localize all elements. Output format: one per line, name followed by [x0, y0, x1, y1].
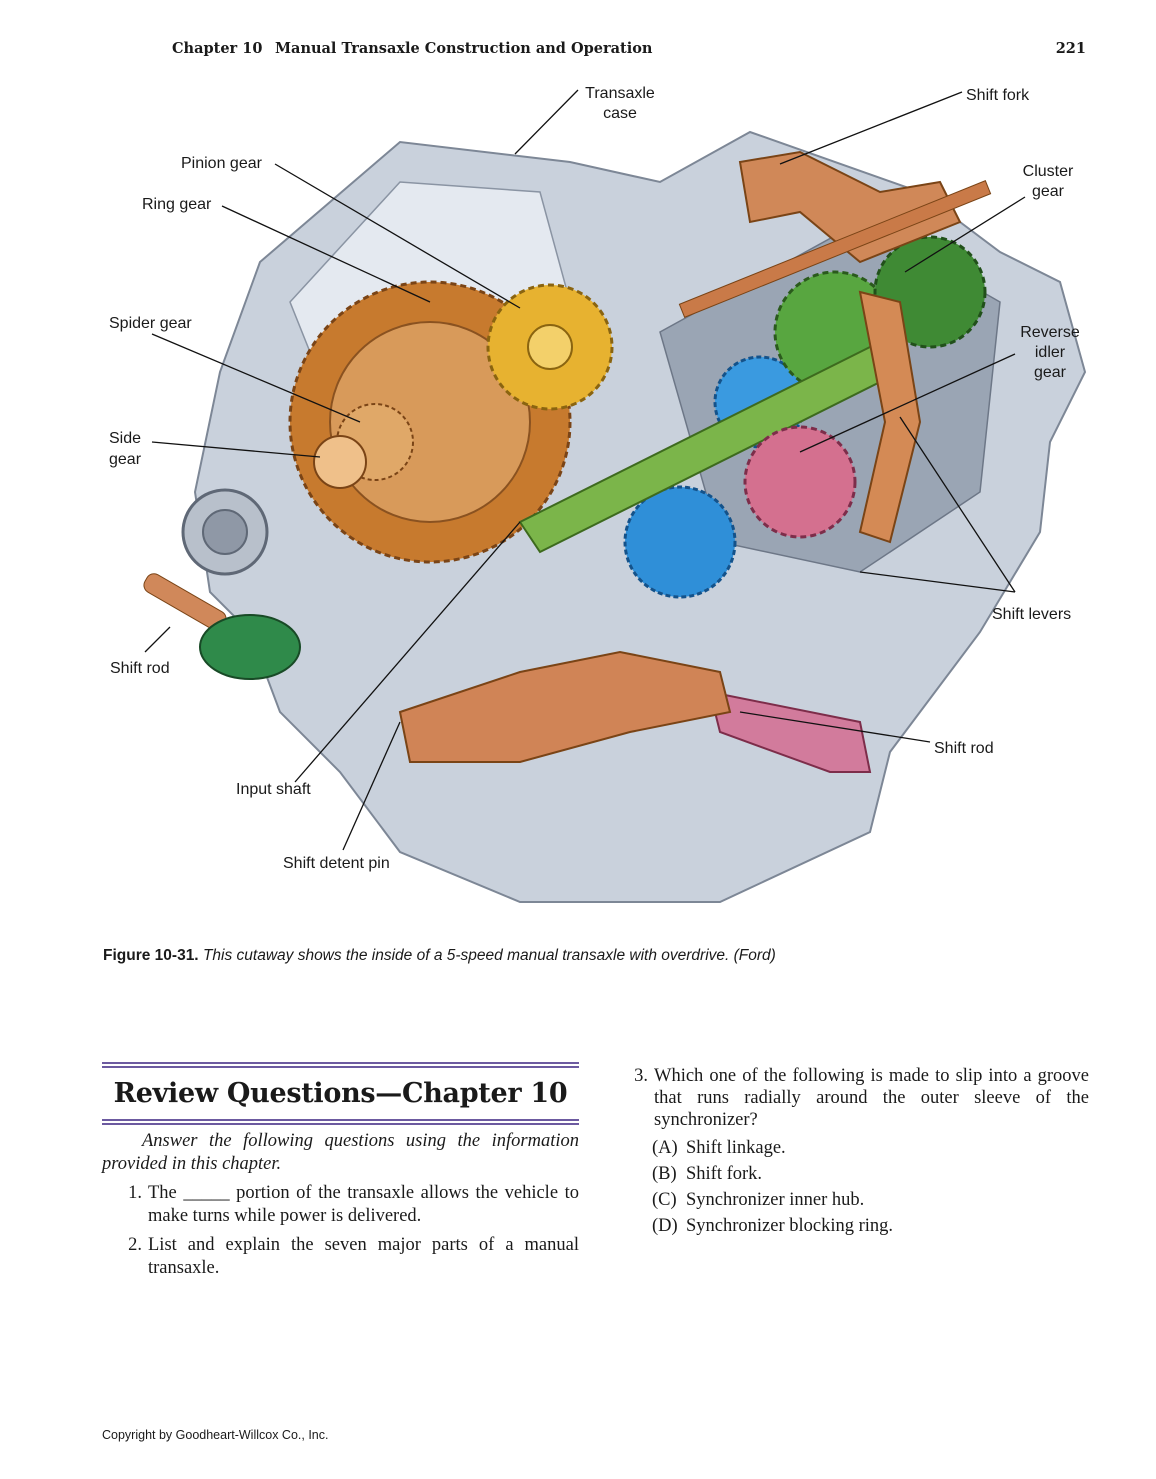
question-number: 2.	[128, 1235, 142, 1255]
shift-fork	[738, 150, 962, 264]
option-d: (D) Synchronizer blocking ring.	[652, 1215, 1089, 1237]
copyright-footer: Copyright by Goodheart-Willcox Co., Inc.	[102, 1428, 329, 1442]
question-text: List and explain the seven major parts o…	[148, 1235, 579, 1278]
label-cluster-gear: Cluster	[1023, 163, 1074, 180]
option-letter: (B)	[652, 1164, 677, 1184]
label-reverse-idler-gear-3: gear	[1034, 364, 1067, 381]
option-a: (A) Shift linkage.	[652, 1137, 1089, 1159]
question-number: 3.	[634, 1066, 648, 1086]
chapter-number: Chapter 10	[172, 40, 263, 57]
label-reverse-idler-gear: Reverse	[1020, 324, 1080, 341]
reverse-idler-gear	[743, 425, 857, 539]
question-text: The _____ portion of the transaxle allow…	[148, 1183, 579, 1226]
chapter-title: Manual Transaxle Construction and Operat…	[275, 40, 653, 57]
label-shift-rod-left: Shift rod	[110, 660, 170, 677]
label-shift-detent-pin: Shift detent pin	[283, 855, 390, 872]
label-transaxle-case-2: case	[603, 105, 637, 122]
option-text: Synchronizer blocking ring.	[686, 1216, 894, 1236]
page-number: 221	[1055, 40, 1086, 57]
option-b: (B) Shift fork.	[652, 1163, 1089, 1185]
transaxle-cutaway-illustration: Transaxle case Shift fork Pinion gear Cl…	[109, 85, 1087, 903]
label-shift-fork: Shift fork	[966, 87, 1030, 104]
review-left-column: Answer the following questions using the…	[102, 1130, 579, 1286]
page-header: Chapter 10 Manual Transaxle Construction…	[172, 40, 1086, 60]
shift-rod-right-part	[708, 690, 872, 773]
figure-caption: Figure 10-31. This cutaway shows the ins…	[103, 947, 1103, 965]
question-2: 2. List and explain the seven major part…	[102, 1234, 579, 1280]
question-3: 3. Which one of the following is made to…	[622, 1065, 1089, 1131]
label-side-gear: Side	[109, 430, 141, 447]
option-text: Shift linkage.	[686, 1138, 786, 1158]
side-gear	[313, 435, 367, 489]
shift-linkage	[398, 650, 732, 763]
label-side-gear-2: gear	[109, 451, 142, 468]
label-ring-gear: Ring gear	[142, 196, 212, 213]
question-1: 1. The _____ portion of the transaxle al…	[102, 1182, 579, 1228]
green-boot	[199, 614, 301, 680]
option-text: Shift fork.	[686, 1164, 763, 1184]
option-letter: (A)	[652, 1138, 678, 1158]
option-c: (C) Synchronizer inner hub.	[652, 1189, 1089, 1211]
review-questions-title: Review Questions—Chapter 10	[113, 1078, 568, 1109]
review-intro: Answer the following questions using the…	[102, 1131, 579, 1174]
label-reverse-idler-gear-2: idler	[1035, 344, 1066, 361]
label-shift-levers: Shift levers	[992, 606, 1071, 623]
rule-top	[102, 1062, 579, 1064]
question-number: 1.	[128, 1183, 142, 1203]
option-letter: (C)	[652, 1190, 677, 1210]
question-text: Which one of the following is made to sl…	[654, 1066, 1089, 1130]
rule-bottom	[102, 1119, 579, 1121]
label-cluster-gear-2: gear	[1032, 183, 1065, 200]
label-transaxle-case: Transaxle	[585, 85, 655, 102]
option-text: Synchronizer inner hub.	[686, 1190, 865, 1210]
option-letter: (D)	[652, 1216, 678, 1236]
review-right-column: 3. Which one of the following is made to…	[622, 1065, 1089, 1237]
figure-caption-label: Figure 10-31.	[103, 947, 199, 964]
label-input-shaft: Input shaft	[236, 781, 311, 798]
label-shift-rod-right: Shift rod	[934, 740, 994, 757]
figure-caption-text: This cutaway shows the inside of a 5-spe…	[202, 947, 776, 964]
review-questions-header: Review Questions—Chapter 10	[102, 1060, 579, 1127]
label-spider-gear: Spider gear	[109, 315, 192, 332]
label-pinion-gear: Pinion gear	[181, 155, 263, 172]
blue-gear-cluster	[623, 485, 737, 599]
rule-bottom-2	[102, 1123, 579, 1125]
shift-levers	[858, 290, 922, 544]
rule-top-2	[102, 1066, 579, 1068]
